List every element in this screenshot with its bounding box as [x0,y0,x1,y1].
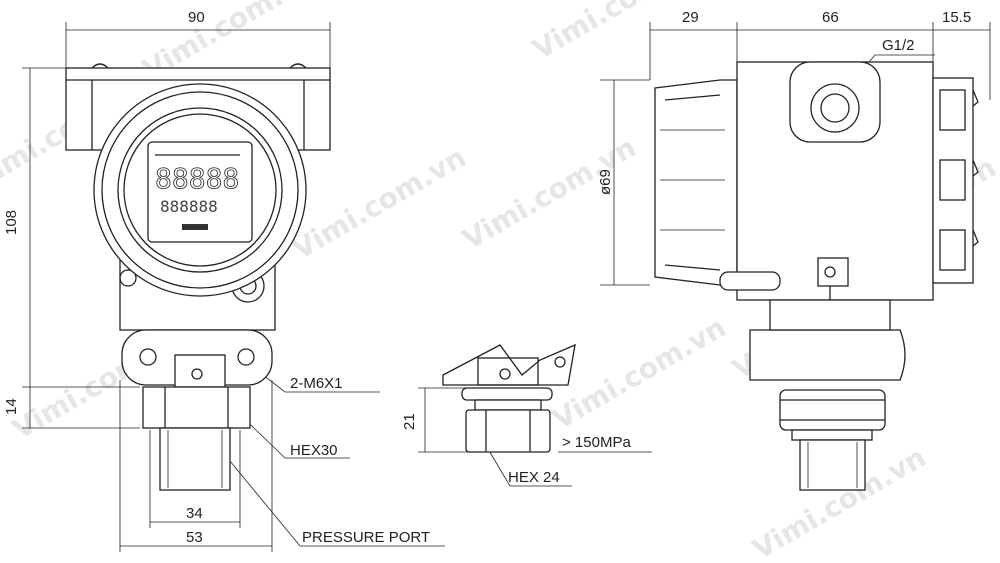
label-bolt: 2-M6X1 [290,375,343,392]
label-pressure-rating: > 150MPa [562,434,631,451]
lcd-main-digits: 88888 [155,162,239,195]
dim-rear-15-5: 15.5 [942,9,971,26]
dim-height-21: 21 [401,413,418,430]
front-dimension-lines [22,22,445,552]
brand-logo [182,224,208,230]
lcd-sub-digits: 888888 [160,197,218,216]
label-hex30: HEX30 [290,442,338,459]
dim-base-53: 53 [186,529,203,546]
dim-body-66: 66 [822,9,839,26]
label-hex24: HEX 24 [508,469,560,486]
svg-text:Vimi.com.vn: Vimi.com.vn [287,140,472,266]
high-pressure-view: 21 > 150MPa HEX 24 [401,343,652,487]
label-pressure-port: PRESSURE PORT [302,529,430,546]
dim-block-14: 14 [3,398,20,415]
dim-width-90: 90 [188,9,205,26]
side-view: 29 66 15.5 ø69 G1/2 [597,9,991,491]
dim-height-108: 108 [3,210,20,235]
label-thread-g1-2: G1/2 [882,37,915,54]
dim-diameter-69: ø69 [597,169,614,195]
svg-text:Vimi.com.vn: Vimi.com.vn [547,310,732,436]
front-view: 90 108 14 34 53 2-M6X1 HEX30 PRESSURE PO… [3,9,445,552]
side-body [654,61,979,491]
dim-port-34: 34 [186,505,203,522]
dim-cap-29: 29 [682,9,699,26]
front-body: 88888 888888 [65,63,331,491]
